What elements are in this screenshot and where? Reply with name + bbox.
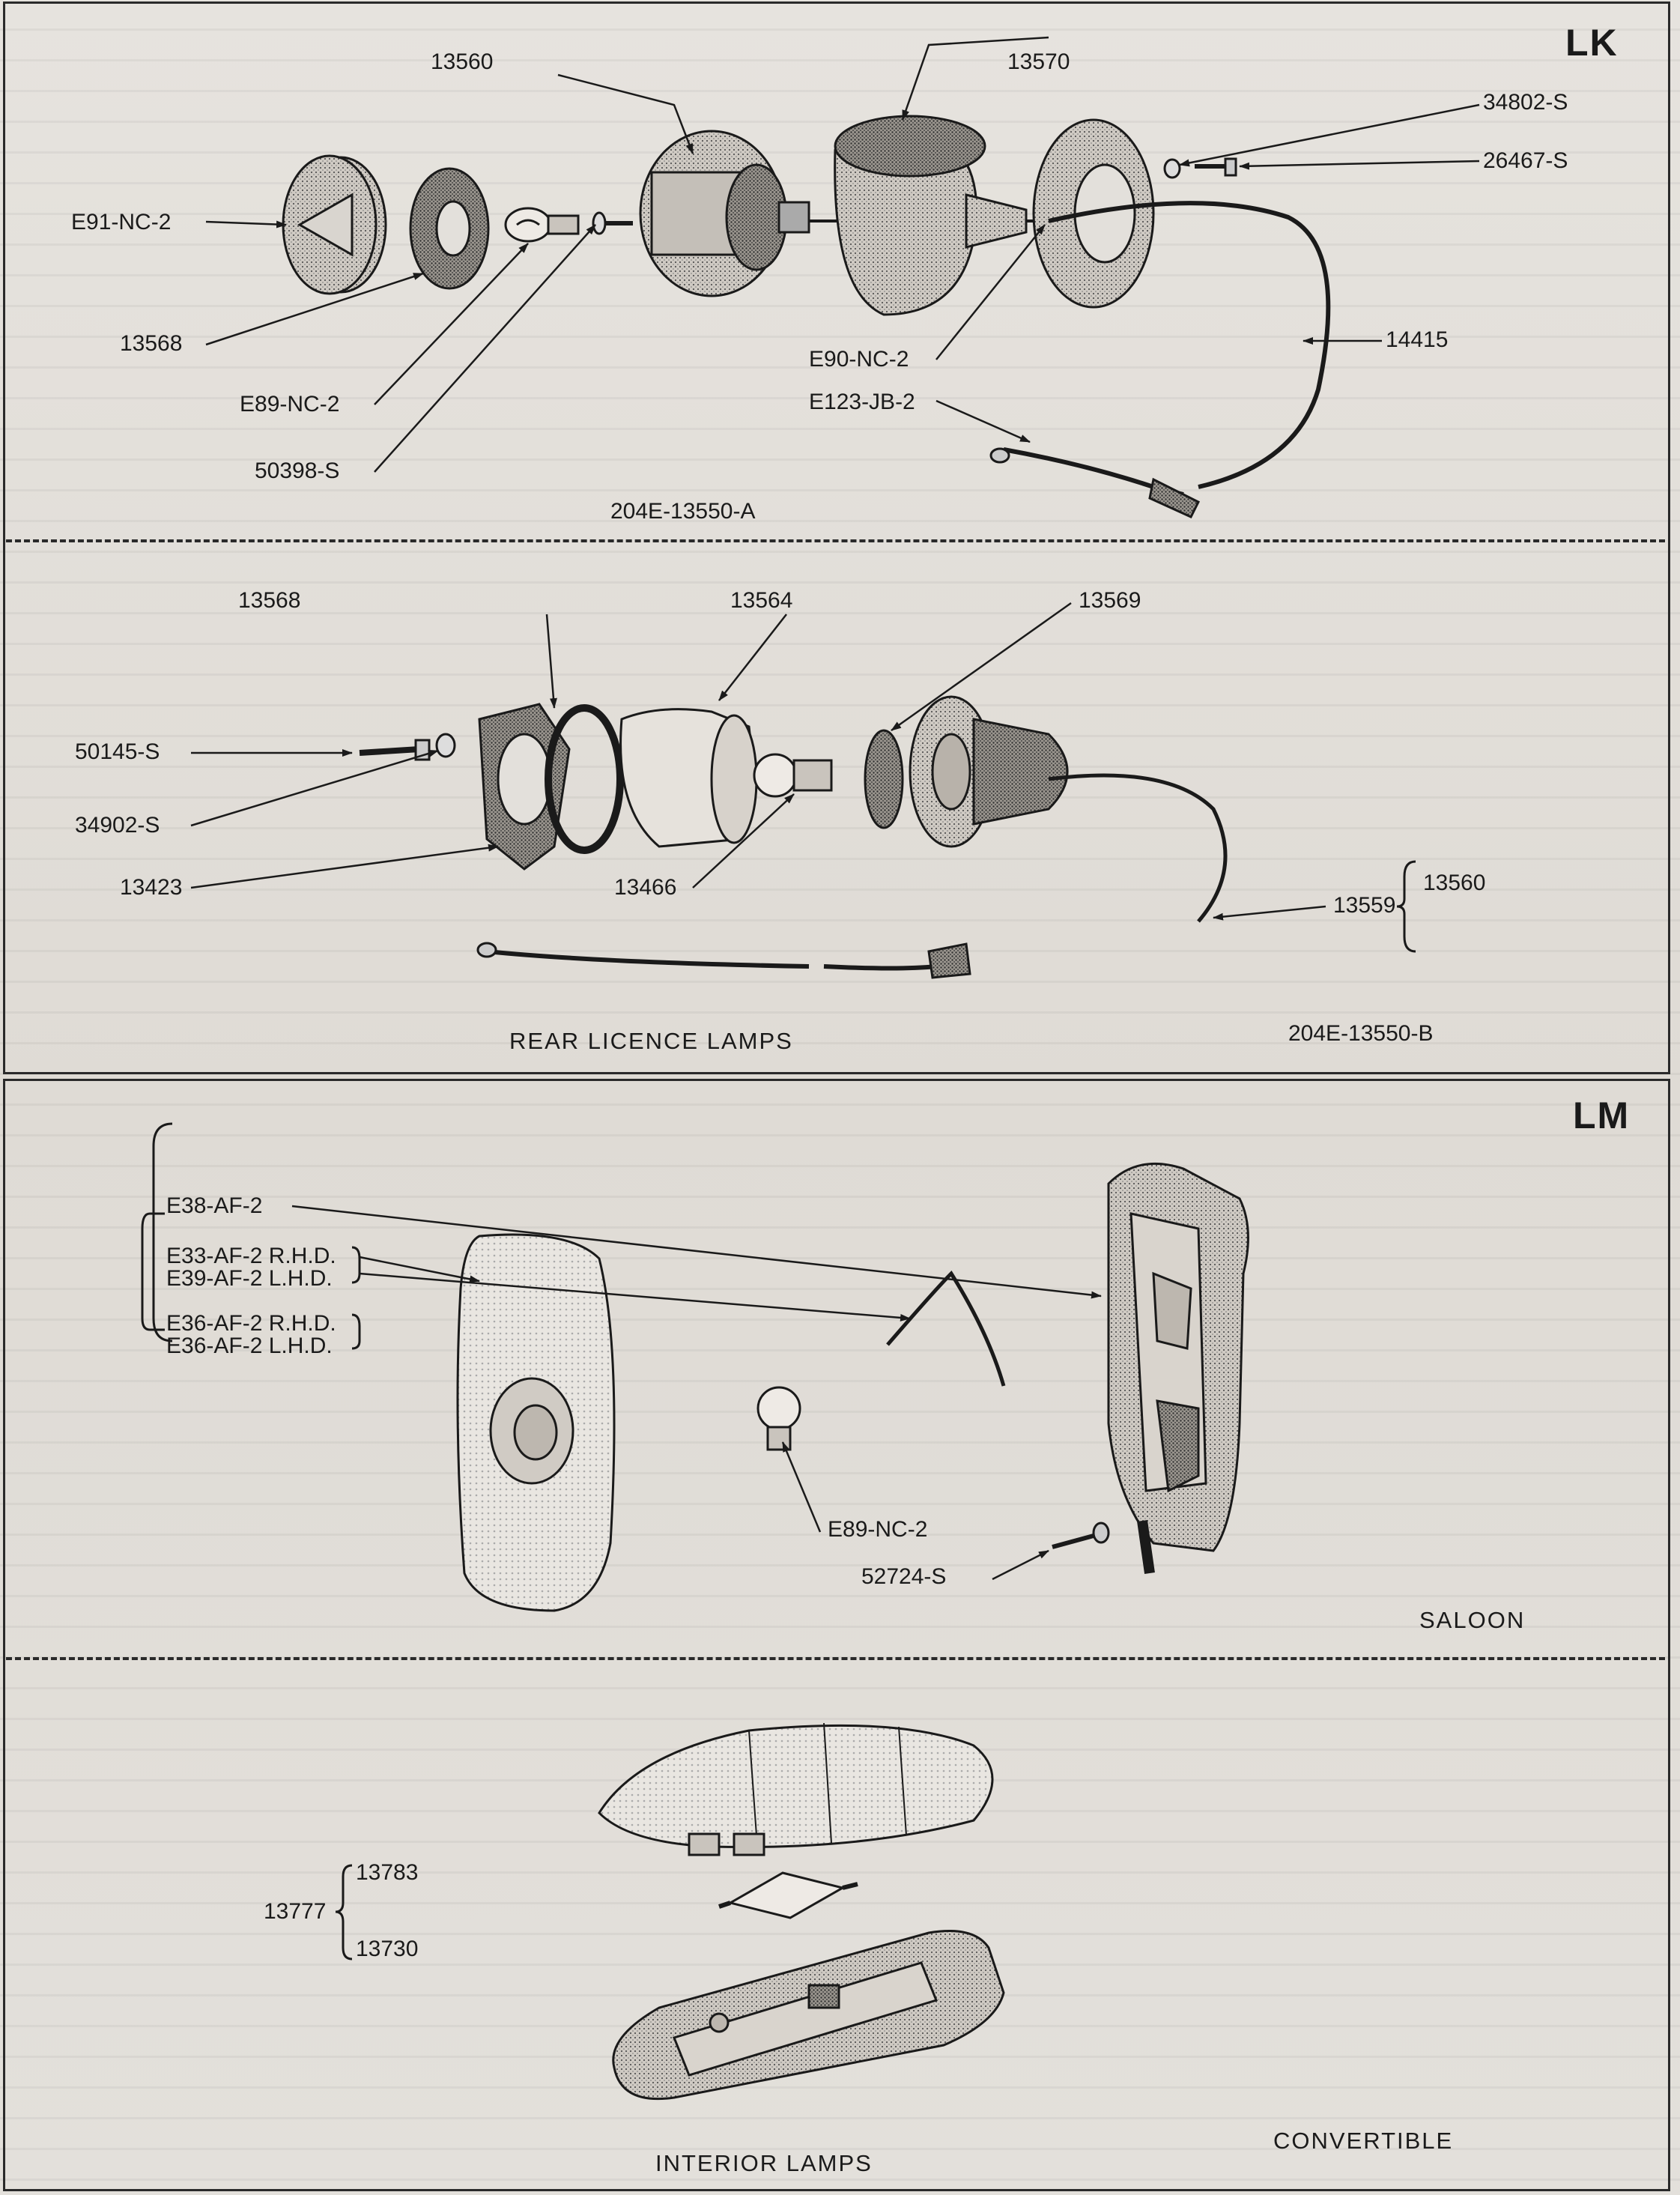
plate-13423 [478,703,571,871]
label-34902-s: 34902-S [75,813,160,838]
caption-convertible: CONVERTIBLE [1273,2128,1454,2154]
label-204e-13550-b: 204E-13550-B [1288,1021,1434,1046]
section-code-lk: LK [1565,22,1619,64]
brace-13777 [335,1864,353,1961]
section-divider-lk [6,539,1665,542]
label-e89-nc-2-saloon: E89-NC-2 [828,1517,928,1542]
label-13570: 13570 [1007,49,1070,74]
seal-13568 [545,704,624,854]
screw-50398 [592,211,633,235]
lamp-holder-13560 [639,130,810,297]
grommet-e123 [1148,477,1201,518]
label-50145-s: 50145-S [75,739,160,764]
lk-top-assembly [282,115,1331,518]
label-13466: 13466 [614,875,677,900]
cup-13570 [834,115,1028,316]
lm-saloon-assembly [456,1162,1249,1612]
washer-13569 [864,729,904,829]
label-13569: 13569 [1079,588,1141,613]
label-13423: 13423 [120,875,183,900]
interior-lamp-base [612,1930,1005,2101]
lens-cap-e91 [282,154,387,295]
label-50398-s: 50398-S [255,458,340,483]
saloon-bulb-e89 [756,1386,801,1451]
label-14415: 14415 [1386,327,1449,352]
bulb-e89-top [504,207,580,243]
label-204e-13550-a: 204E-13550-A [610,499,756,524]
panel-lm [3,1079,1670,2191]
interior-lamp-cover [598,1722,994,1856]
label-e36-af-2-rhd: E36-AF-2 R.H.D. [166,1311,336,1336]
panel-lk [3,1,1670,1074]
saloon-lens [456,1233,616,1612]
label-13559: 13559 [1333,893,1396,918]
label-34802-s: 34802-S [1483,90,1568,115]
caption-saloon: SALOON [1419,1607,1526,1633]
label-e89-nc-2-top: E89-NC-2 [240,392,340,417]
label-e38-af-2: E38-AF-2 [166,1193,263,1218]
lens-13564 [619,708,758,848]
interior-lamp-assembly [598,1722,1005,2101]
label-13564: 13564 [730,588,793,613]
label-13730: 13730 [356,1937,419,1961]
lm-leader-lines [291,1205,1102,1581]
saloon-lamp-body [1107,1162,1249,1574]
label-13777: 13777 [264,1899,327,1924]
section-code-lm: LM [1573,1095,1631,1136]
label-26467-s: 26467-S [1483,148,1568,173]
cable-14415 [1048,201,1331,489]
caption-interior-lamps: INTERIOR LAMPS [655,2150,873,2176]
bulb-13466 [753,753,833,798]
label-e90-nc-2: E90-NC-2 [809,347,909,372]
screw-26467 [1195,157,1237,177]
cable-13559 [1048,773,1228,923]
label-13568-bottom: 13568 [238,588,301,613]
lk-leader-lines [190,36,1480,921]
label-e123-jb-2: E123-JB-2 [809,390,915,414]
screw-52724 [1052,1522,1110,1549]
label-13783: 13783 [356,1860,419,1885]
holder-13560-b [909,695,1069,848]
brace-lm-group [152,1122,173,1342]
label-13560-bottom: 13560 [1423,871,1486,895]
saloon-clip [886,1271,1006,1387]
washer-34802 [1163,158,1181,179]
caption-rear-licence-lamps: REAR LICENCE LAMPS [509,1028,793,1054]
brace-13560 [1396,860,1416,953]
label-e33-af-2: E33-AF-2 R.H.D. [166,1244,336,1268]
label-13560-top: 13560 [431,49,494,74]
festoon-bulb-13730 [718,1871,858,1919]
gasket-13568-top [409,167,490,290]
label-52724-s: 52724-S [861,1564,947,1589]
washer-34902 [435,733,456,758]
section-divider-lm [6,1657,1665,1660]
label-e91-nc-2: E91-NC-2 [71,210,172,234]
label-e39-af-2: E39-AF-2 L.H.D. [166,1266,333,1291]
lk-bottom-assembly [359,695,1228,979]
label-13568-top: 13568 [120,331,183,356]
label-e36-af-2-lhd: E36-AF-2 L.H.D. [166,1333,333,1358]
